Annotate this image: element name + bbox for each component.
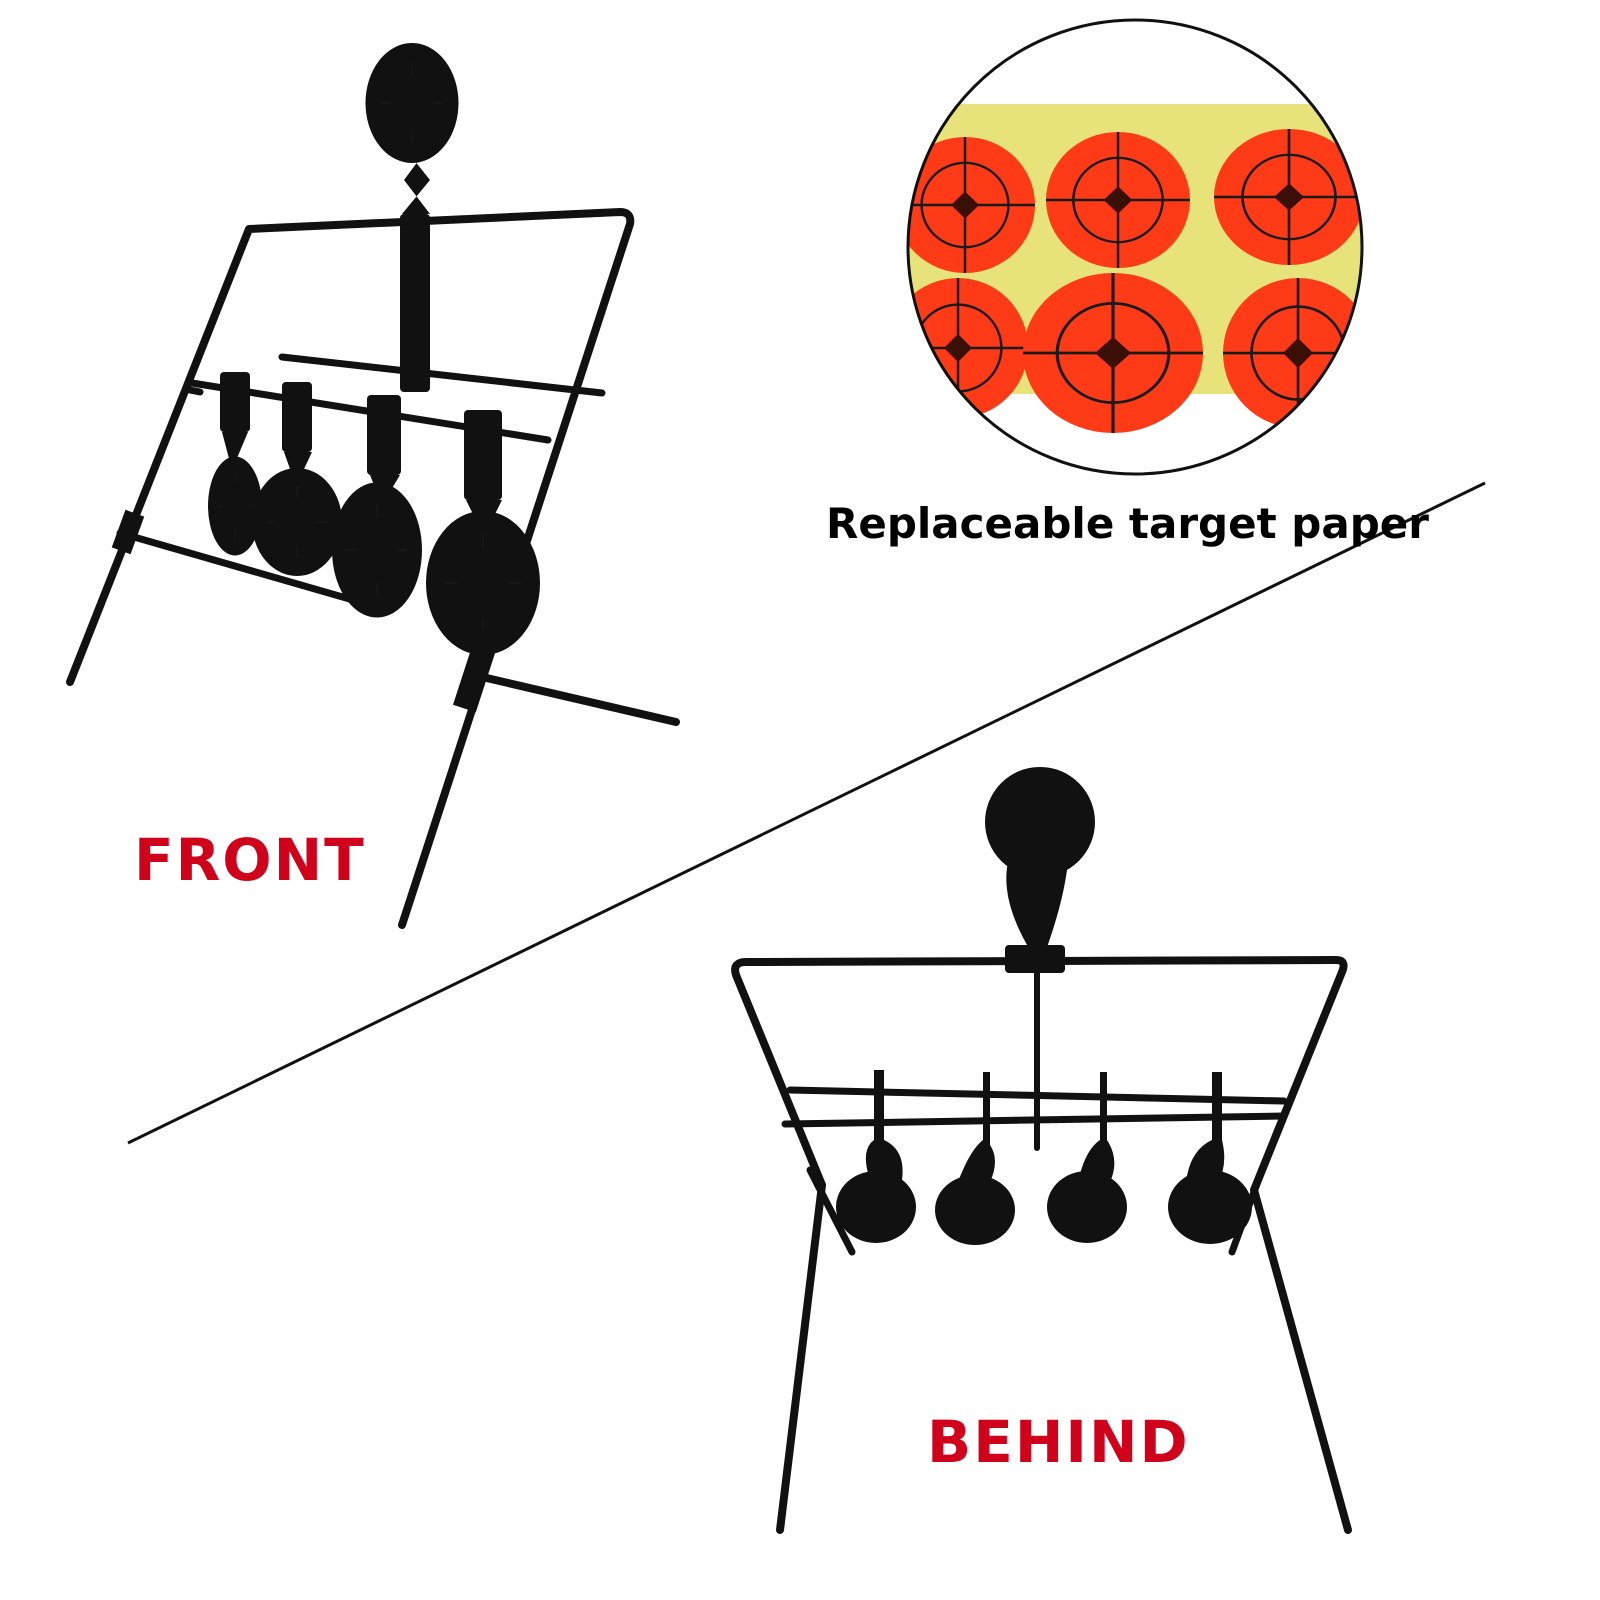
target-paper-closeup	[906, 18, 1364, 476]
divider-line	[127, 481, 1486, 1145]
behind-paddle-1	[836, 1070, 916, 1243]
behind-left-brace	[806, 1166, 856, 1256]
front-view	[66, 63, 680, 929]
behind-paddle-2	[935, 1072, 1015, 1245]
behind-upper-bar	[786, 1086, 1288, 1105]
front-small-targets	[217, 372, 521, 631]
front-target-1	[217, 372, 253, 539]
front-right-foot	[474, 672, 680, 726]
front-left-foot	[116, 529, 364, 606]
paper-label: Replaceable target paper	[826, 499, 1429, 548]
front-frame	[66, 208, 635, 929]
front-target-3	[347, 395, 407, 595]
behind-label: BEHIND	[927, 1408, 1190, 1476]
front-middle-bar	[278, 353, 606, 397]
front-target-4	[445, 410, 521, 631]
behind-lower-bar	[781, 1112, 1288, 1128]
behind-frame	[731, 956, 1352, 1534]
front-top-target	[381, 63, 443, 392]
behind-paddles	[836, 1070, 1252, 1245]
front-lower-bar	[186, 386, 204, 396]
front-label: FRONT	[134, 826, 366, 894]
behind-paddle-3	[1047, 1072, 1127, 1243]
behind-top-target	[985, 767, 1095, 973]
front-target-2	[267, 382, 327, 558]
behind-view	[731, 767, 1352, 1534]
behind-paddle-4	[1168, 1072, 1252, 1244]
closeup-ring	[906, 18, 1364, 476]
